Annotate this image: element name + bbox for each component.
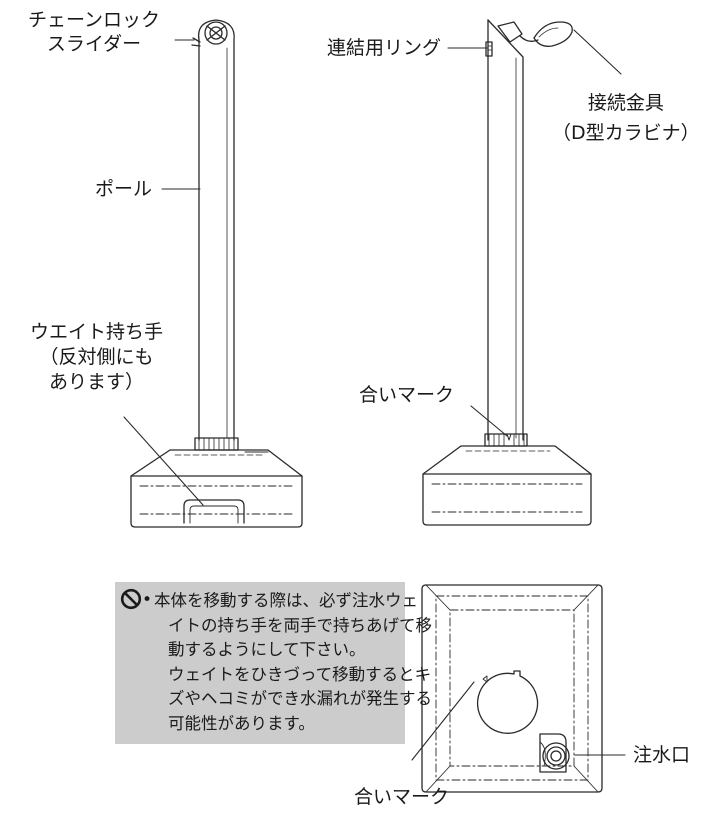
warning-box [115, 582, 405, 744]
label-connecting-ring: 連結用リング [327, 37, 442, 59]
label-line: （D型カラビナ） [552, 122, 700, 144]
left-stand [130, 19, 303, 528]
chain-lock-slider [191, 19, 235, 47]
carabiner [497, 21, 573, 47]
label-line: 接続金具 [587, 92, 664, 114]
leader-lines [123, 29, 626, 761]
label-water-inlet: 注水口 [633, 744, 691, 766]
warning-line: ウェイトをひきづって移動するとキ [168, 664, 432, 684]
pole-right [487, 19, 524, 441]
label-line: スライダー [46, 33, 142, 55]
label-line: あります） [49, 371, 145, 393]
warning-text: 本体を移動する際は、必ず注水ウェ イトの持ち手を両手で持ちあげて移 動するように… [154, 589, 432, 736]
label-weight-handle: ウエイト持ち手 （反対側にも あります） [30, 320, 163, 395]
pole-left [198, 39, 235, 441]
warning-line: 可能性があります。 [168, 713, 315, 733]
label-chain-lock-slider: チェーンロック スライダー [28, 8, 160, 56]
top-view [421, 584, 603, 793]
label-line: チェーンロック [28, 9, 161, 31]
warning-line: ズやヘコミができ水漏れが発生する [168, 689, 432, 708]
warning-line: 本体を移動する際は、必ず注水ウェ [154, 591, 418, 610]
label-line: （反対側にも [39, 346, 154, 368]
warning-line: イトの持ち手を両手で持ちあげて移 [168, 615, 432, 635]
label-alignment-mark-side: 合いマーク [359, 384, 455, 406]
label-line: ウエイト持ち手 [30, 321, 164, 343]
label-alignment-mark-top: 合いマーク [354, 786, 450, 808]
right-stand [422, 19, 592, 526]
label-connector: 接続金具 （D型カラビナ） [552, 88, 700, 148]
prohibited-icon [120, 588, 142, 610]
warning-bullet: • [142, 590, 153, 610]
base-right [422, 445, 592, 526]
warning-line: 動するようにして下さい。 [168, 640, 366, 659]
collar-left [194, 437, 239, 451]
connecting-ring [485, 41, 493, 57]
label-pole: ポール [95, 178, 153, 200]
base-left [130, 449, 303, 528]
